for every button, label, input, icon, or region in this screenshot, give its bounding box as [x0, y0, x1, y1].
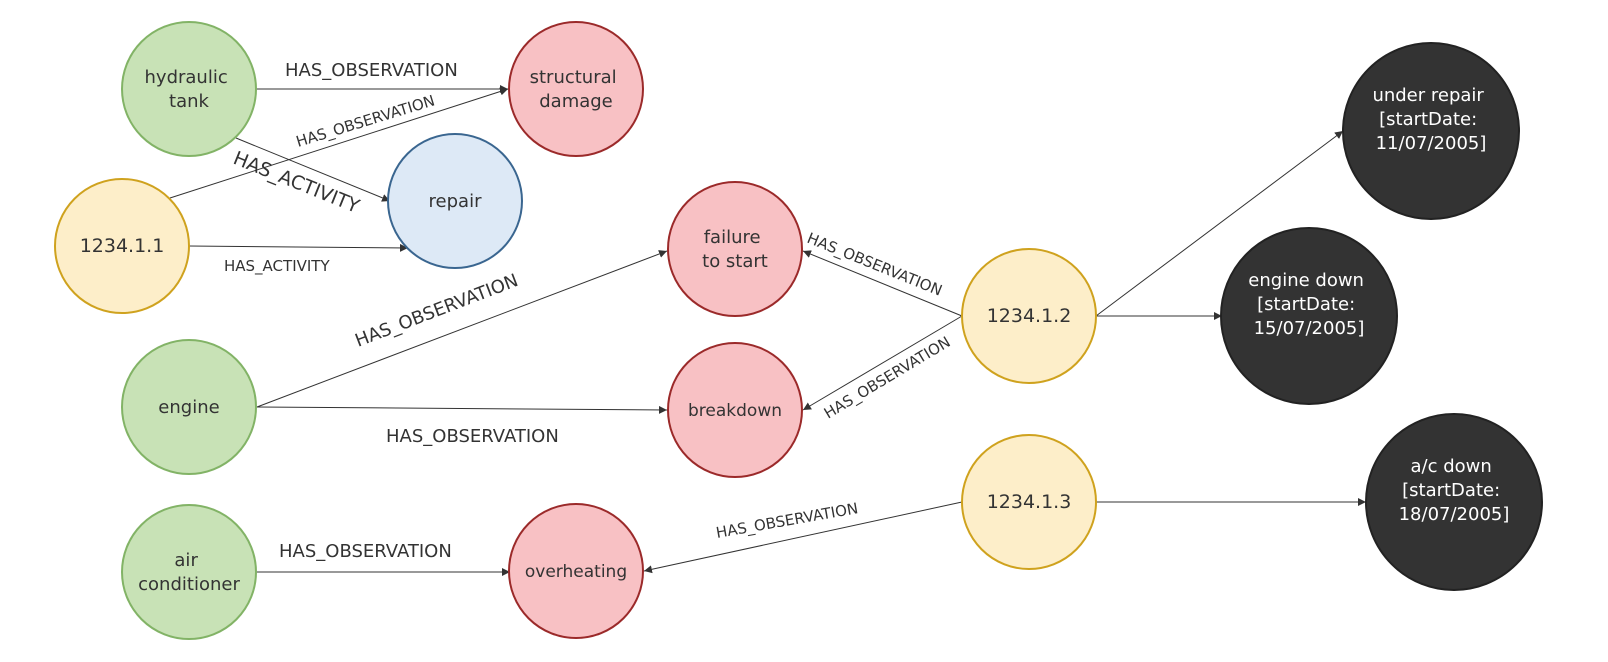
node-label-line: [startDate: — [1379, 109, 1477, 130]
svg-text:under repair: under repair [startDate: 11/07/2005] — [1372, 85, 1489, 154]
edge-label: HAS_OBSERVATION — [294, 92, 437, 152]
edge-engine-to-failure-to-start — [256, 250, 668, 408]
node-label-line: air — [174, 550, 198, 571]
node-label-line: repair — [429, 191, 483, 212]
node-circle — [1342, 42, 1520, 220]
node-circle — [54, 178, 190, 314]
svg-text:breakdown: breakdown — [688, 401, 782, 421]
node-circle — [508, 503, 644, 639]
node-label-line: tank — [169, 91, 209, 112]
edge-hydraulic-tank-to-repair — [235, 137, 391, 202]
edge-label: HAS_OBSERVATION — [804, 229, 945, 301]
node-circle — [121, 339, 257, 475]
node-circle — [667, 342, 803, 478]
svg-text:1234.1.2: 1234.1.2 — [987, 305, 1072, 327]
node-engine[interactable]: engine — [121, 339, 257, 475]
edge-engine-to-breakdown — [256, 405, 668, 414]
node-label-line: structural — [530, 67, 617, 88]
node-1234-1-1[interactable]: 1234.1.1 — [54, 178, 190, 314]
node-under-repair[interactable]: under repair [startDate: 11/07/2005] — [1342, 42, 1520, 220]
edge-label: HAS_OBSERVATION — [352, 270, 521, 352]
svg-text:overheating: overheating — [525, 562, 627, 582]
node-breakdown[interactable]: breakdown — [667, 342, 803, 478]
node-circle — [121, 504, 257, 640]
edge-label: HAS_OBSERVATION — [386, 426, 559, 447]
node-label-line: conditioner — [138, 574, 240, 595]
edge-label: HAS_OBSERVATION — [285, 60, 458, 81]
svg-text:1234.1.3: 1234.1.3 — [987, 491, 1072, 513]
node-circle — [387, 133, 523, 269]
node-label-line: 18/07/2005] — [1399, 504, 1510, 525]
edge-1234-1-1-to-structural-damage — [169, 87, 509, 199]
node-label-line: 1234.1.3 — [987, 491, 1072, 513]
edge-1234-1-1-to-repair — [188, 243, 409, 252]
svg-text:repair: repair — [429, 191, 483, 212]
svg-text:air conditioner: air conditioner — [138, 550, 240, 595]
node-circle — [508, 21, 644, 157]
edge-1234-1-2-to-under-repair — [1095, 130, 1344, 317]
node-label-line: [startDate: — [1402, 480, 1500, 501]
node-overheating[interactable]: overheating — [508, 503, 644, 639]
svg-text:a/c down [sta: a/c down [startDate: 18/07/2005] — [1399, 456, 1510, 525]
node-label-line: failure — [704, 227, 761, 248]
edge-label: HAS_OBSERVATION — [279, 541, 452, 562]
node-label-line: 1234.1.1 — [80, 235, 165, 257]
node-circle — [1365, 413, 1543, 591]
node-circle — [121, 21, 257, 157]
node-ac-down[interactable]: a/c down [startDate: 18/07/2005] — [1365, 413, 1543, 591]
node-label-line: 15/07/2005] — [1254, 318, 1365, 339]
edge-label: HAS_ACTIVITY — [224, 257, 330, 276]
svg-text:structural damage: structural damage — [530, 67, 623, 112]
node-1234-1-2[interactable]: 1234.1.2 — [961, 248, 1097, 384]
node-label-line: under repair — [1372, 85, 1484, 106]
edge-label: HAS_ACTIVITY — [230, 147, 363, 218]
node-structural-damage[interactable]: structural damage — [508, 21, 644, 157]
node-circle — [1220, 227, 1398, 405]
edge-1234-1-2-to-failure-to-start — [802, 250, 963, 317]
edge-1234-1-2-to-breakdown — [802, 315, 963, 411]
node-label-line: hydraulic — [145, 67, 228, 88]
node-circle — [961, 434, 1097, 570]
edge-label: HAS_OBSERVATION — [715, 499, 860, 543]
node-label-line: 11/07/2005] — [1376, 133, 1487, 154]
edge-1234-1-3-to-overheating — [643, 501, 963, 574]
svg-text:engine: engine — [158, 397, 219, 418]
node-circle — [667, 181, 803, 317]
node-label-line: damage — [539, 91, 613, 112]
svg-text:failure to start: failure to start — [702, 227, 768, 272]
edge-label: HAS_OBSERVATION — [821, 333, 954, 423]
node-label-line: engine down — [1248, 270, 1364, 291]
node-label-line: 1234.1.2 — [987, 305, 1072, 327]
svg-text:engine down [: engine down [startDate: 15/07/2005] — [1248, 270, 1369, 339]
node-air-conditioner[interactable]: air conditioner — [121, 504, 257, 640]
node-label-line: [startDate: — [1257, 294, 1355, 315]
node-label-line: breakdown — [688, 401, 782, 421]
node-1234-1-3[interactable]: 1234.1.3 — [961, 434, 1097, 570]
node-label-line: engine — [158, 397, 219, 418]
svg-text:hydraulic tank: hydraulic tank — [145, 67, 234, 112]
node-label-line: overheating — [525, 562, 627, 582]
node-circle — [961, 248, 1097, 384]
node-engine-down[interactable]: engine down [startDate: 15/07/2005] — [1220, 227, 1398, 405]
node-failure-to-start[interactable]: failure to start — [667, 181, 803, 317]
node-hydraulic-tank[interactable]: hydraulic tank — [121, 21, 257, 157]
nodes: hydraulic tank structural damage repair … — [54, 21, 1543, 640]
svg-text:1234.1.1: 1234.1.1 — [80, 235, 165, 257]
node-repair[interactable]: repair — [387, 133, 523, 269]
node-label-line: to start — [702, 251, 768, 272]
edges — [169, 85, 1366, 576]
node-label-line: a/c down — [1410, 456, 1491, 477]
